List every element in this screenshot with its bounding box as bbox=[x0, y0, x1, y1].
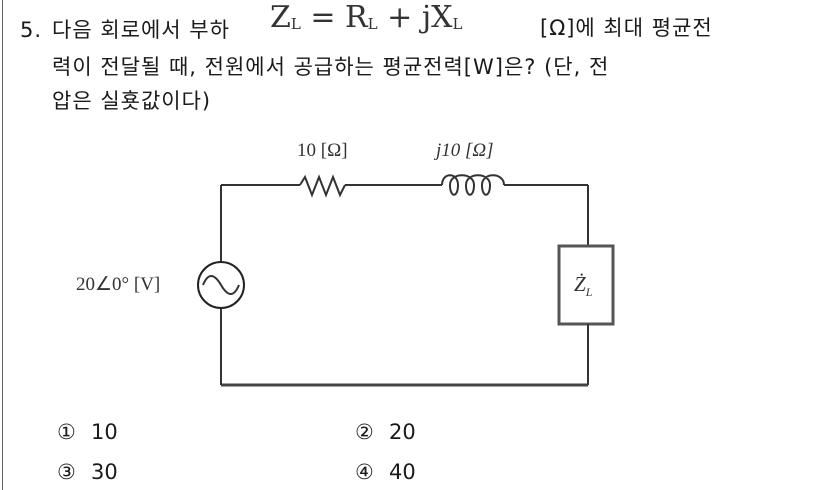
choice-3-value: 30 bbox=[91, 460, 118, 484]
question-number: 5. bbox=[20, 18, 43, 42]
load-label-symbol: Ż bbox=[574, 272, 586, 296]
load-label-sub: L bbox=[585, 285, 593, 300]
formula-r: R bbox=[345, 0, 368, 35]
formula-z: Z bbox=[270, 0, 291, 35]
formula-jx-sub: L bbox=[452, 15, 463, 33]
choice-2[interactable]: ② 20 bbox=[355, 420, 416, 444]
source-label: 20∠0° [V] bbox=[76, 274, 161, 295]
load-impedance-box bbox=[557, 244, 615, 326]
load-label: ŻL bbox=[574, 272, 592, 300]
choice-3-mark: ③ bbox=[57, 460, 76, 484]
question-line-1: 5. 다음 회로에서 부하 bbox=[20, 14, 230, 44]
inductor-label: j10 [Ω] bbox=[436, 140, 494, 161]
resistor-label: 10 [Ω] bbox=[297, 140, 348, 161]
formula-z-sub: L bbox=[290, 15, 301, 33]
formula-plus: + bbox=[377, 0, 422, 35]
question-line-3: 압은 실횻값이다) bbox=[52, 89, 212, 113]
sine-wave-icon bbox=[202, 275, 240, 295]
page-left-border bbox=[2, 0, 3, 490]
question-text-1-suffix: [Ω]에 최대 평균전 bbox=[540, 16, 713, 40]
choice-2-mark: ② bbox=[355, 420, 374, 444]
choice-4-value: 40 bbox=[389, 460, 416, 484]
formula-jx: jX bbox=[421, 0, 453, 35]
question-text-1: 다음 회로에서 부하 bbox=[52, 18, 230, 42]
choice-1-value: 10 bbox=[91, 420, 118, 444]
choice-2-value: 20 bbox=[389, 420, 416, 444]
choice-3[interactable]: ③ 30 bbox=[57, 460, 118, 484]
resistor-icon bbox=[299, 174, 346, 198]
choice-1[interactable]: ① 10 bbox=[57, 420, 118, 444]
formula-r-sub: L bbox=[367, 15, 378, 33]
choice-4[interactable]: ④ 40 bbox=[355, 460, 416, 484]
choice-4-mark: ④ bbox=[355, 460, 374, 484]
inductor-icon bbox=[441, 174, 505, 196]
ac-source-icon bbox=[197, 261, 245, 309]
question-line-2: 력이 전달될 때, 전원에서 공급하는 평균전력[W]은? (단, 전 bbox=[52, 55, 610, 79]
load-impedance-formula: ZL = RL + jXL bbox=[270, 0, 462, 35]
choice-1-mark: ① bbox=[57, 420, 76, 444]
formula-equals: = bbox=[300, 0, 346, 35]
